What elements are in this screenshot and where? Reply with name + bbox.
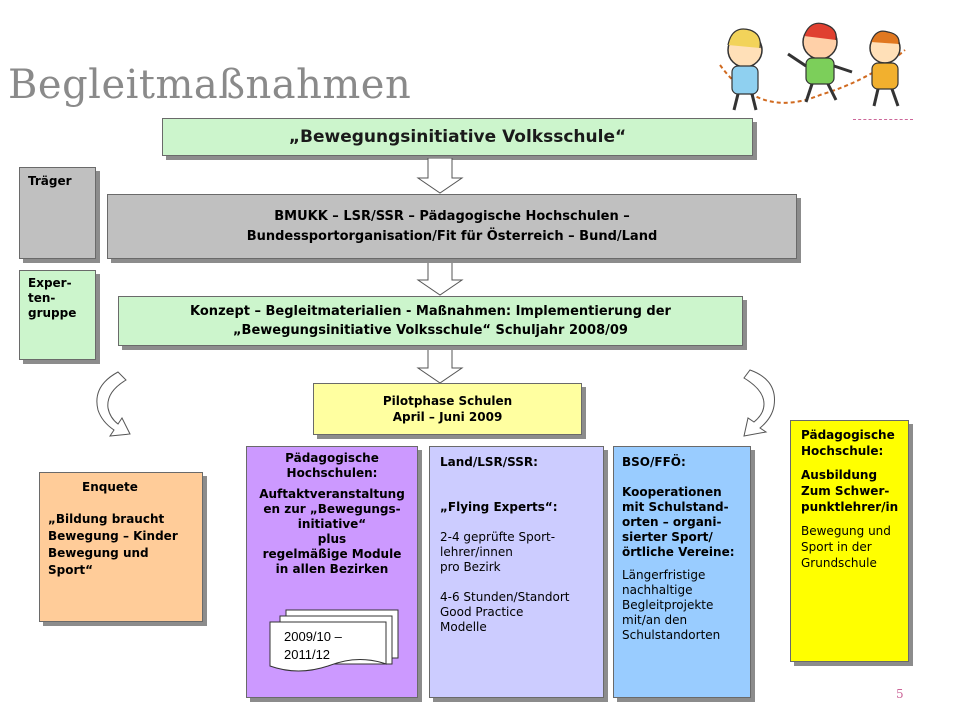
document-period-label: 2009/10 – 2011/12 xyxy=(276,622,386,670)
down-arrow-icon xyxy=(416,158,464,194)
initiative-title: „Bewegungsinitiative Volksschule“ xyxy=(288,127,627,147)
document-period-line: 2011/12 xyxy=(284,647,331,662)
curved-arrow-left-icon xyxy=(96,371,131,437)
pilotphase-line: Pilotphase Schulen xyxy=(382,394,513,408)
expertengruppe-line: Exper- xyxy=(28,276,72,290)
pilotphase-box: Pilotphase Schulen April – Juni 2009 xyxy=(313,383,582,435)
ph-line: en zur „Bewegungs- xyxy=(263,502,401,516)
flying-experts-heading: „Flying Experts“: xyxy=(440,500,558,514)
expertengruppe-label-box: Exper- ten- gruppe xyxy=(19,270,96,360)
phs-line: Bewegung und xyxy=(801,524,891,538)
ph-line: Hochschulen: xyxy=(286,466,378,480)
phs-bold-line: Ausbildung xyxy=(801,468,878,482)
ph-line: regelmäßige Module xyxy=(262,547,402,561)
land-lsr-ssr-box: Land/LSR/SSR: „Flying Experts“: 2-4 gepr… xyxy=(429,446,604,698)
land-line: 4-6 Stunden/Standort xyxy=(440,590,570,604)
land-line: Modelle xyxy=(440,620,487,634)
bso-bold-line: mit Schulstand- xyxy=(622,500,729,514)
decorative-divider xyxy=(853,119,913,120)
phs-bold-line: Zum Schwer- xyxy=(801,484,890,498)
curved-arrow-right-icon xyxy=(743,369,775,437)
bso-line: mit/an den xyxy=(622,613,688,627)
initiative-title-box: „Bewegungsinitiative Volksschule“ xyxy=(162,118,753,156)
bmukk-line: Bundessportorganisation/Fit für Österrei… xyxy=(246,228,658,244)
phs-bold-line: Hochschule: xyxy=(801,444,884,458)
land-line: 2-4 geprüfte Sport- xyxy=(440,530,556,544)
ph-line: initiative“ xyxy=(297,517,367,531)
phs-bold-line: punktlehrer/in xyxy=(801,500,899,514)
enquete-box: Enquete „Bildung braucht Bewegung – Kind… xyxy=(39,472,203,622)
phs-line: Grundschule xyxy=(801,556,877,570)
bso-line: Begleitprojekte xyxy=(622,598,714,612)
traeger-label-box: Träger xyxy=(19,167,96,259)
page-number: 5 xyxy=(896,687,904,701)
enquete-heading: Enquete xyxy=(82,480,138,494)
playing-children-icon xyxy=(719,22,906,111)
document-stack-icon xyxy=(269,609,399,672)
enquete-line: Sport“ xyxy=(48,563,94,577)
document-period-line: 2009/10 – xyxy=(284,629,342,644)
enquete-line: Bewegung – Kinder xyxy=(48,529,178,543)
phs-line: Sport in der xyxy=(801,540,872,554)
land-line: Good Practice xyxy=(440,605,524,619)
konzept-box: Konzept – Begleitmaterialien - Maßnahmen… xyxy=(118,296,743,346)
phs-bold-line: Pädagogische xyxy=(801,428,895,442)
bso-ffoe-box: BSO/FFÖ: Kooperationen mit Schulstand- o… xyxy=(613,446,751,698)
decorative-divider xyxy=(853,665,913,666)
enquete-line: „Bildung braucht xyxy=(48,512,165,526)
land-line: lehrer/innen xyxy=(440,545,513,559)
expertengruppe-line: gruppe xyxy=(28,306,77,320)
bso-bold-line: Kooperationen xyxy=(622,485,722,499)
ph-line: in allen Bezirken xyxy=(275,562,389,576)
ph-line: Pädagogische xyxy=(285,451,379,465)
bso-bold-line: sierter Sport/ xyxy=(622,530,713,544)
pilotphase-line: April – Juni 2009 xyxy=(392,410,503,424)
down-arrow-icon xyxy=(416,348,464,384)
down-arrow-icon xyxy=(416,260,464,296)
bso-line: Längerfristige xyxy=(622,568,706,582)
bso-line: nachhaltige xyxy=(622,583,693,597)
bso-line: Schulstandorten xyxy=(622,628,721,642)
ph-line: plus xyxy=(317,532,347,546)
expertengruppe-line: ten- xyxy=(28,291,56,305)
enquete-line: Bewegung und xyxy=(48,546,149,560)
konzept-line: Konzept – Begleitmaterialien - Maßnahmen… xyxy=(190,304,671,319)
bso-bold-line: orten – organi- xyxy=(622,515,722,529)
bmukk-line: BMUKK – LSR/SSR – Pädagogische Hochschul… xyxy=(274,208,630,224)
bmukk-box: BMUKK – LSR/SSR – Pädagogische Hochschul… xyxy=(107,194,797,259)
konzept-line: „Bewegungsinitiative Volksschule“ Schulj… xyxy=(233,323,628,338)
land-line: pro Bezirk xyxy=(440,560,501,574)
ph-schwerpunkt-box: Pädagogische Hochschule: Ausbildung Zum … xyxy=(790,420,909,662)
land-heading: Land/LSR/SSR: xyxy=(440,455,538,469)
ph-line: Auftaktveranstaltung xyxy=(259,487,405,501)
bso-heading: BSO/FFÖ: xyxy=(622,455,686,469)
bso-bold-line: örtliche Vereine: xyxy=(622,545,735,559)
slide-title: Begleitmaßnahmen xyxy=(8,62,412,108)
traeger-label: Träger xyxy=(28,174,72,188)
